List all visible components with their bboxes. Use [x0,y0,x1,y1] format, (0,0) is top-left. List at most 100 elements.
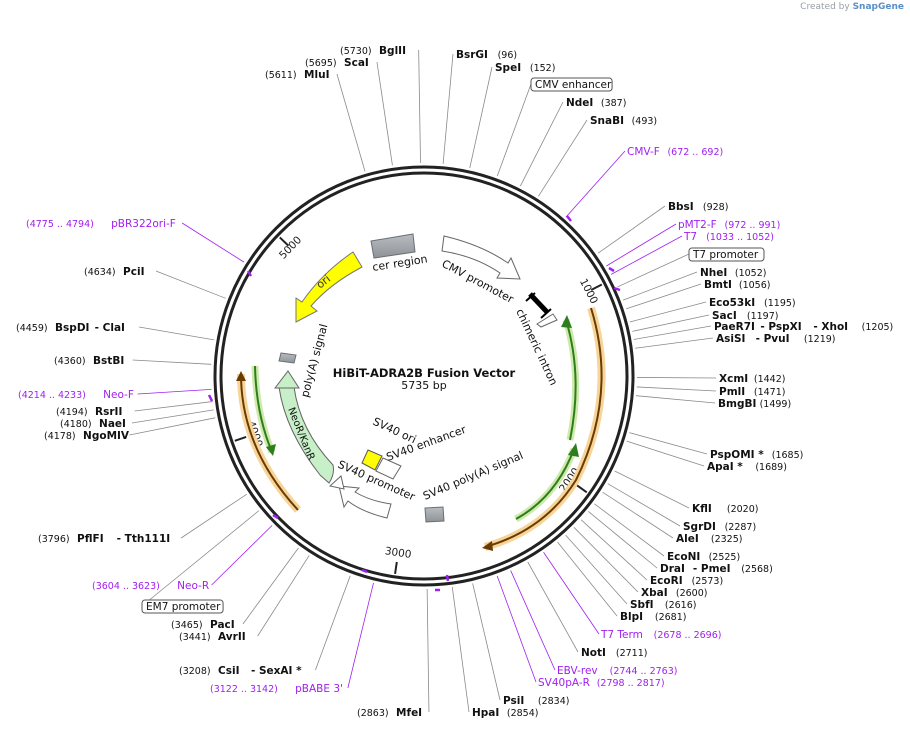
leader-line [614,470,690,509]
ruler-label: 1000 [577,277,600,306]
primer-mark-cmv-f [566,215,572,222]
backbone-outer [213,165,635,587]
primer-mark-pbabe [361,568,368,574]
leader-line [565,534,628,605]
site-enzyme: SpeI [495,62,521,74]
primer-range: (972 .. 991) [725,220,781,231]
site-enzyme: RsrII [95,406,122,418]
primer-range: (1033 .. 1052) [706,232,774,243]
site-enzyme: BmtI [704,279,732,291]
leader-line [347,582,374,689]
primer-label: T7 Term [600,629,643,641]
site-position: (2834) [538,696,570,707]
site-enzyme-alt: - PvuI [756,333,790,345]
site-position: (2573) [692,576,724,587]
primer-label: pBR322ori-F [111,218,176,230]
site-position: (1195) [764,298,796,309]
primer-label: pMT2-F [678,219,717,231]
leader-line [527,561,579,653]
leader-line [611,235,683,275]
map-title: HiBiT-ADRA2B Fusion Vector [333,366,516,380]
site-enzyme: ApaI * [707,461,743,473]
boxed-label-frame [688,247,765,262]
site-position: (1442) [754,374,786,385]
site-enzyme: NdeI [566,97,593,109]
site-enzyme: XbaI [641,587,668,599]
leader-line [510,570,556,671]
feature-layer [236,233,606,551]
leader-line [520,101,564,187]
primer-label: Neo-R [177,580,209,592]
ruler-tick [590,283,603,291]
backbone-inner [219,171,629,581]
leader-line [622,271,698,301]
site-position: (4634) [84,267,116,278]
site-position: (387) [601,98,627,109]
site-position: (3441) [179,632,211,643]
leader-line [472,583,501,701]
ruler-tick [576,484,588,494]
site-enzyme: SbfI [630,599,654,611]
site-enzyme-alt: - PspXI [760,321,801,333]
site-enzyme: BspDI [55,322,89,334]
site-enzyme: Eco53kI [709,297,755,309]
feature-green-arc-right-upper-line [565,319,577,441]
boxed-feature-label: CMV enhancer [535,79,612,91]
site-enzyme: SgrDI [683,521,716,533]
site-enzyme: BstBI [93,355,124,367]
site-enzyme: BsrGI [456,49,488,61]
leader-line [315,575,351,671]
site-enzyme: MfeI [396,707,422,719]
site-position: (1219) [804,334,836,345]
leader-line [376,61,393,166]
leader-line [181,222,245,263]
site-enzyme: BbsI [668,201,694,213]
primer-range: (3122 .. 3142) [210,684,278,695]
primer-range: (3604 .. 3623) [92,581,160,592]
site-enzyme: BmgBI [718,398,756,410]
primer-mark-pmt2-f [608,266,615,273]
site-enzyme: HpaI [472,707,499,719]
primer-mark-neo-f [207,394,214,402]
snapgene-credit: Created by SnapGene [800,2,904,12]
leader-line [180,493,248,539]
feature-sv40-promoter [338,485,392,519]
site-enzyme: DraI [660,563,685,575]
feature-cmv-promoter [441,235,521,280]
feature-em7-arrow [328,475,345,490]
site-enzyme: PaeR7I [714,321,755,333]
leader-line [602,491,674,539]
leader-line [242,547,299,625]
leader-line [633,325,712,340]
leader-line [636,377,717,379]
leader-line [418,49,421,164]
site-enzyme: PacI [210,619,235,631]
site-position: (152) [530,63,556,74]
leader-line [132,359,212,365]
boxed-label-frame [141,599,224,614]
site-enzyme: NotI [581,647,606,659]
feature-cer-region [370,233,416,259]
feature-chimeric-intron [525,292,558,328]
site-position: (2325) [711,534,743,545]
site-position: (2854) [507,708,539,719]
leader-line [580,519,648,581]
site-position: (1052) [735,268,767,279]
site-enzyme: PflFI [77,533,104,545]
leader-line [629,301,707,323]
primer-label: EBV-rev [557,665,598,677]
site-enzyme-alt: - PmeI [693,563,731,575]
site-position: (1471) [754,387,786,398]
ruler-tick [394,561,398,575]
site-enzyme: AvrII [218,631,246,643]
primer-range: (672 .. 692) [667,147,723,158]
feature-sv40-enhancer [375,457,402,480]
credit-prefix: Created by [800,2,850,12]
site-position: (2568) [741,564,773,575]
site-enzyme: PciI [123,266,144,278]
site-enzyme: SnaBI [590,115,624,127]
site-position: (3465) [171,620,203,631]
leader-line [211,525,273,586]
primer-mark-t7-term [445,574,450,582]
site-position: (1499) [760,399,792,410]
